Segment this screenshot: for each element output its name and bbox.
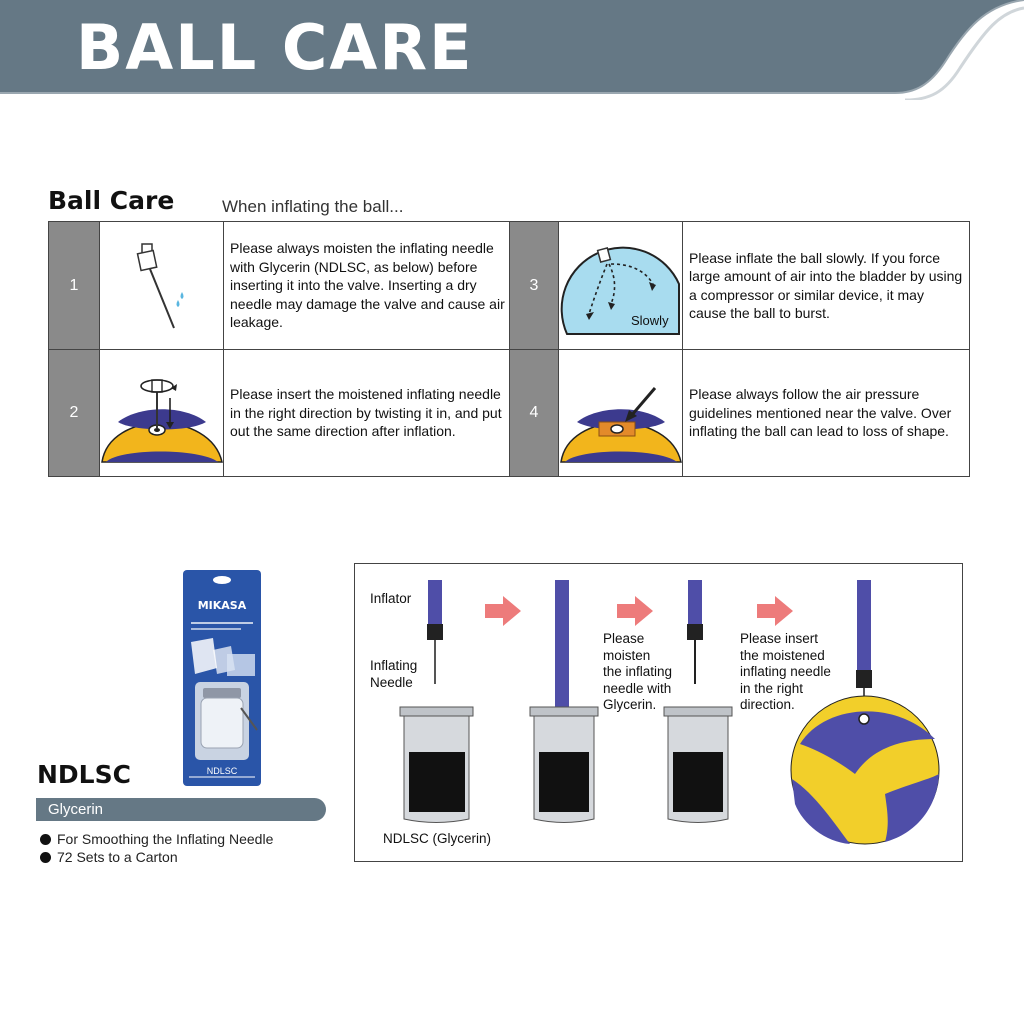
glycerin-label: NDLSC (Glycerin) xyxy=(383,831,492,846)
step-3-illustration: Slowly xyxy=(558,222,683,349)
package-code: NDLSC xyxy=(206,766,238,776)
step-4-text: Please always follow the air pressure gu… xyxy=(689,386,952,440)
step-2-number: 2 xyxy=(49,350,99,476)
bullet-icon xyxy=(40,851,51,863)
step-4-illustration xyxy=(558,350,683,476)
feature-item: 72 Sets to a Carton xyxy=(40,849,178,865)
insert-instruction: Please insert the moistened inflating ne… xyxy=(740,631,831,712)
diagram-illustration xyxy=(399,580,940,845)
step-2-text: Please insert the moistened inflating ne… xyxy=(230,386,502,440)
step-1-number: 1 xyxy=(49,222,99,349)
feature-text: For Smoothing the Inflating Needle xyxy=(57,831,274,847)
needle-label: Inflating Needle xyxy=(370,658,418,690)
moistened-needle-icon xyxy=(136,243,184,329)
step-3-number: 3 xyxy=(510,222,558,349)
glycerin-diagram: Inflator Inflating Needle NDLSC (Glyceri… xyxy=(354,563,963,862)
column-divider xyxy=(509,222,510,476)
care-steps-table: 1 Please always moisten the inflating ne… xyxy=(48,221,970,477)
inflator-label: Inflator xyxy=(370,591,412,606)
step-4-number: 4 xyxy=(510,350,558,476)
banner-shape xyxy=(0,0,1024,100)
product-package-image: MIKASA NDLSC xyxy=(183,570,261,786)
product-code: NDLSC xyxy=(37,760,131,789)
page-title: BALL CARE xyxy=(76,11,474,84)
twist-needle-icon xyxy=(101,379,223,463)
feature-item: For Smoothing the Inflating Needle xyxy=(40,831,273,847)
feature-text: 72 Sets to a Carton xyxy=(57,849,178,865)
section-title: Ball Care xyxy=(48,186,175,215)
package-brand: MIKASA xyxy=(197,599,247,612)
section-subtitle: When inflating the ball... xyxy=(222,197,404,216)
moisten-instruction: Please moisten the inflating needle with… xyxy=(603,631,673,712)
step-3-text: Please inflate the ball slowly. If you f… xyxy=(689,249,963,322)
glycerin-package-icon xyxy=(183,570,261,786)
product-name-bar: Glycerin xyxy=(36,798,326,821)
step-1-text: Please always moisten the inflating need… xyxy=(230,240,505,331)
valve-pressure-icon xyxy=(560,387,682,463)
header-banner: BALL CARE xyxy=(0,0,1024,100)
bullet-icon xyxy=(40,833,51,845)
slow-inflation-icon xyxy=(560,246,680,335)
step-2-illustration xyxy=(99,350,224,476)
slowly-label: Slowly xyxy=(631,313,669,328)
step-1-illustration xyxy=(99,222,224,349)
